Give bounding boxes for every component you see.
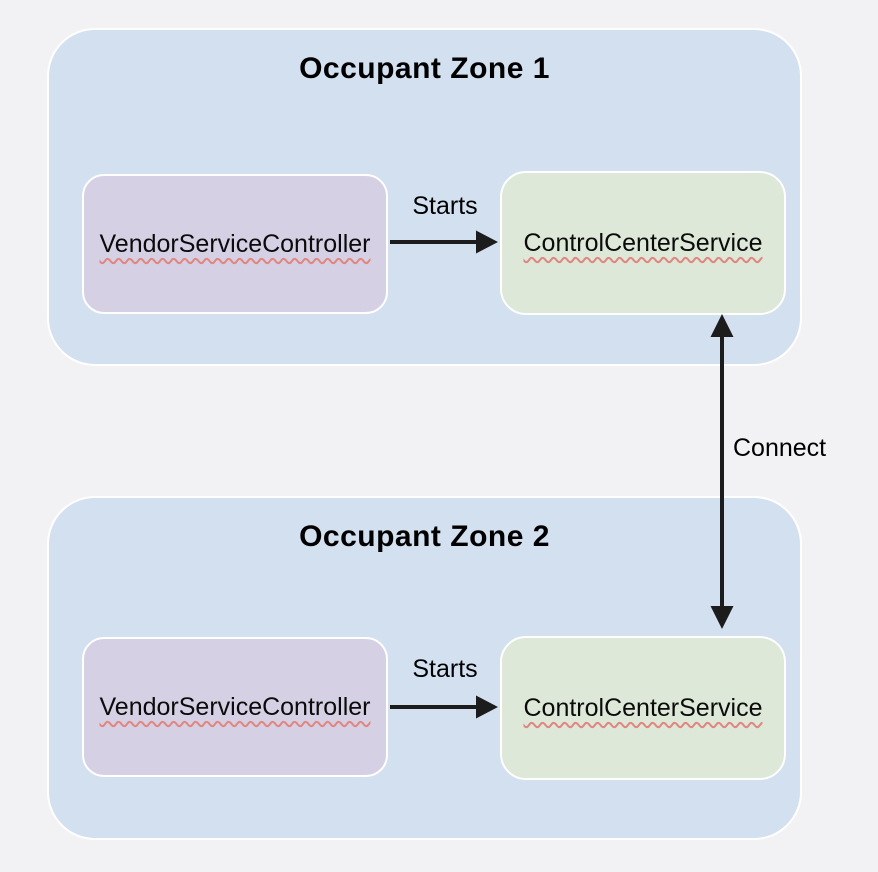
connect-edge-label: Connect xyxy=(733,434,827,462)
zone-2-title: Occupant Zone 2 xyxy=(299,520,550,553)
zone-occupant-zone-1: Occupant Zone 1 VendorServiceController … xyxy=(47,28,802,366)
zone-1-control-center-service-node: ControlCenterService xyxy=(500,171,786,315)
zone-1-starts-edge-label: Starts xyxy=(412,192,478,220)
zone-2-control-center-service-node: ControlCenterService xyxy=(500,636,786,780)
zone-1-control-center-service-label: ControlCenterService xyxy=(523,228,763,257)
zone-2-vendor-service-controller-label: VendorServiceController xyxy=(99,692,371,721)
zone-1-vendor-service-controller-label: VendorServiceController xyxy=(99,229,371,258)
zone-occupant-zone-2: Occupant Zone 2 VendorServiceController … xyxy=(47,496,802,840)
zone-1-vendor-service-controller-node: VendorServiceController xyxy=(82,174,388,314)
zone-2-vendor-service-controller-node: VendorServiceController xyxy=(82,637,388,777)
zone-2-control-center-service-label: ControlCenterService xyxy=(523,693,763,722)
zone-1-title: Occupant Zone 1 xyxy=(299,52,550,85)
zone-2-starts-edge-label: Starts xyxy=(412,655,478,683)
